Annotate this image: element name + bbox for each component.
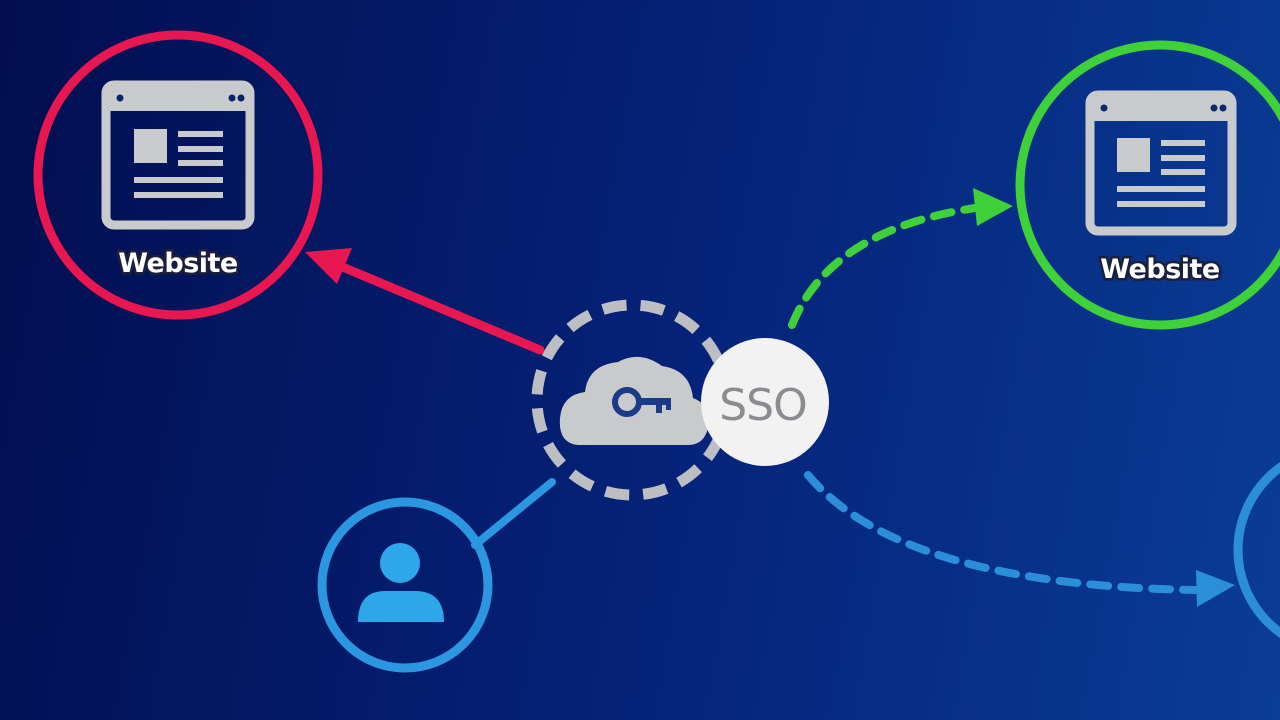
website-node-left: Website <box>33 30 323 320</box>
sso-badge <box>701 338 829 466</box>
user-icon <box>358 543 444 622</box>
website-node-right: Website <box>1015 40 1280 330</box>
browser-window-icon <box>101 80 255 230</box>
green-dashed-arrow <box>788 188 1013 329</box>
cloud-key-icon <box>559 356 709 445</box>
blue-dashed-arrow <box>804 471 1235 607</box>
sso-hub: SSO <box>531 299 829 501</box>
user-node <box>317 497 493 673</box>
red-arrow <box>305 248 545 355</box>
browser-window-icon <box>1085 90 1237 236</box>
website-label-left: Website <box>118 248 238 279</box>
user-connection-line <box>471 478 556 549</box>
sso-label: SSO <box>719 380 807 431</box>
website-label-right: Website <box>1100 254 1220 285</box>
offscreen-node <box>1233 462 1280 638</box>
